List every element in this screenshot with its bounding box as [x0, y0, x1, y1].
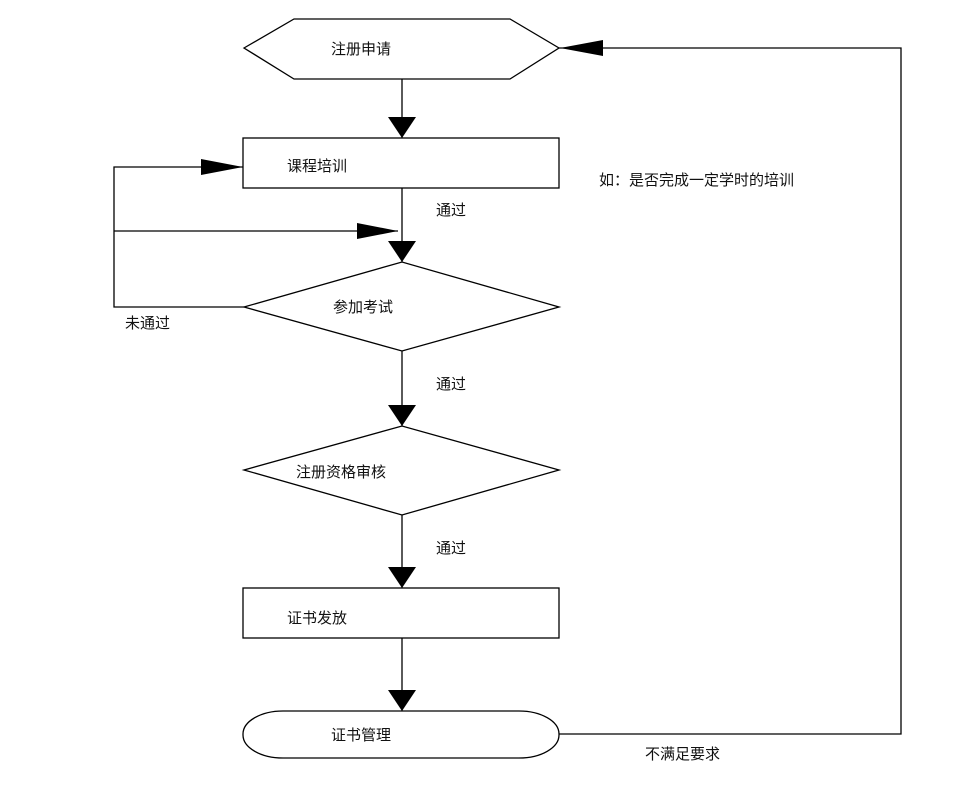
node-certificate-management-label: 证书管理 [331, 726, 391, 744]
arrowhead-loop-to-application [560, 40, 603, 56]
arrowhead-direct-to-exam [357, 223, 398, 239]
node-qualification-review-label: 注册资格审核 [296, 463, 386, 481]
label-not-meet-requirements: 不满足要求 [645, 745, 720, 763]
node-certificate-issuance-label: 证书发放 [287, 609, 347, 627]
arrowhead-training-to-exam [388, 241, 416, 262]
loop-exam-failed-to-training [113, 166, 244, 308]
node-register-application: 注册申请 [242, 18, 561, 80]
node-course-training: 课程培训 [242, 137, 560, 189]
label-passed-exam: 通过 [436, 375, 466, 393]
node-take-exam-label: 参加考试 [333, 298, 393, 316]
node-qualification-review: 注册资格审核 [241, 425, 562, 516]
node-certificate-management: 证书管理 [242, 710, 560, 759]
label-passed-review: 通过 [436, 539, 466, 557]
node-certificate-issuance: 证书发放 [242, 587, 560, 639]
label-not-passed: 未通过 [125, 314, 170, 332]
note-training-hours: 如：是否完成一定学时的培训 [599, 171, 794, 189]
node-register-application-label: 注册申请 [331, 40, 391, 58]
arrowhead-application-to-training [388, 117, 416, 138]
arrowhead-exam-to-review [388, 405, 416, 426]
loop-management-to-application [559, 47, 902, 735]
arrowhead-loop-to-training [201, 159, 243, 175]
node-take-exam: 参加考试 [241, 261, 562, 352]
arrowhead-issuance-to-management [388, 690, 416, 711]
node-course-training-label: 课程培训 [287, 157, 347, 175]
arrowhead-review-to-issuance [388, 567, 416, 588]
label-passed-training: 通过 [436, 201, 466, 219]
